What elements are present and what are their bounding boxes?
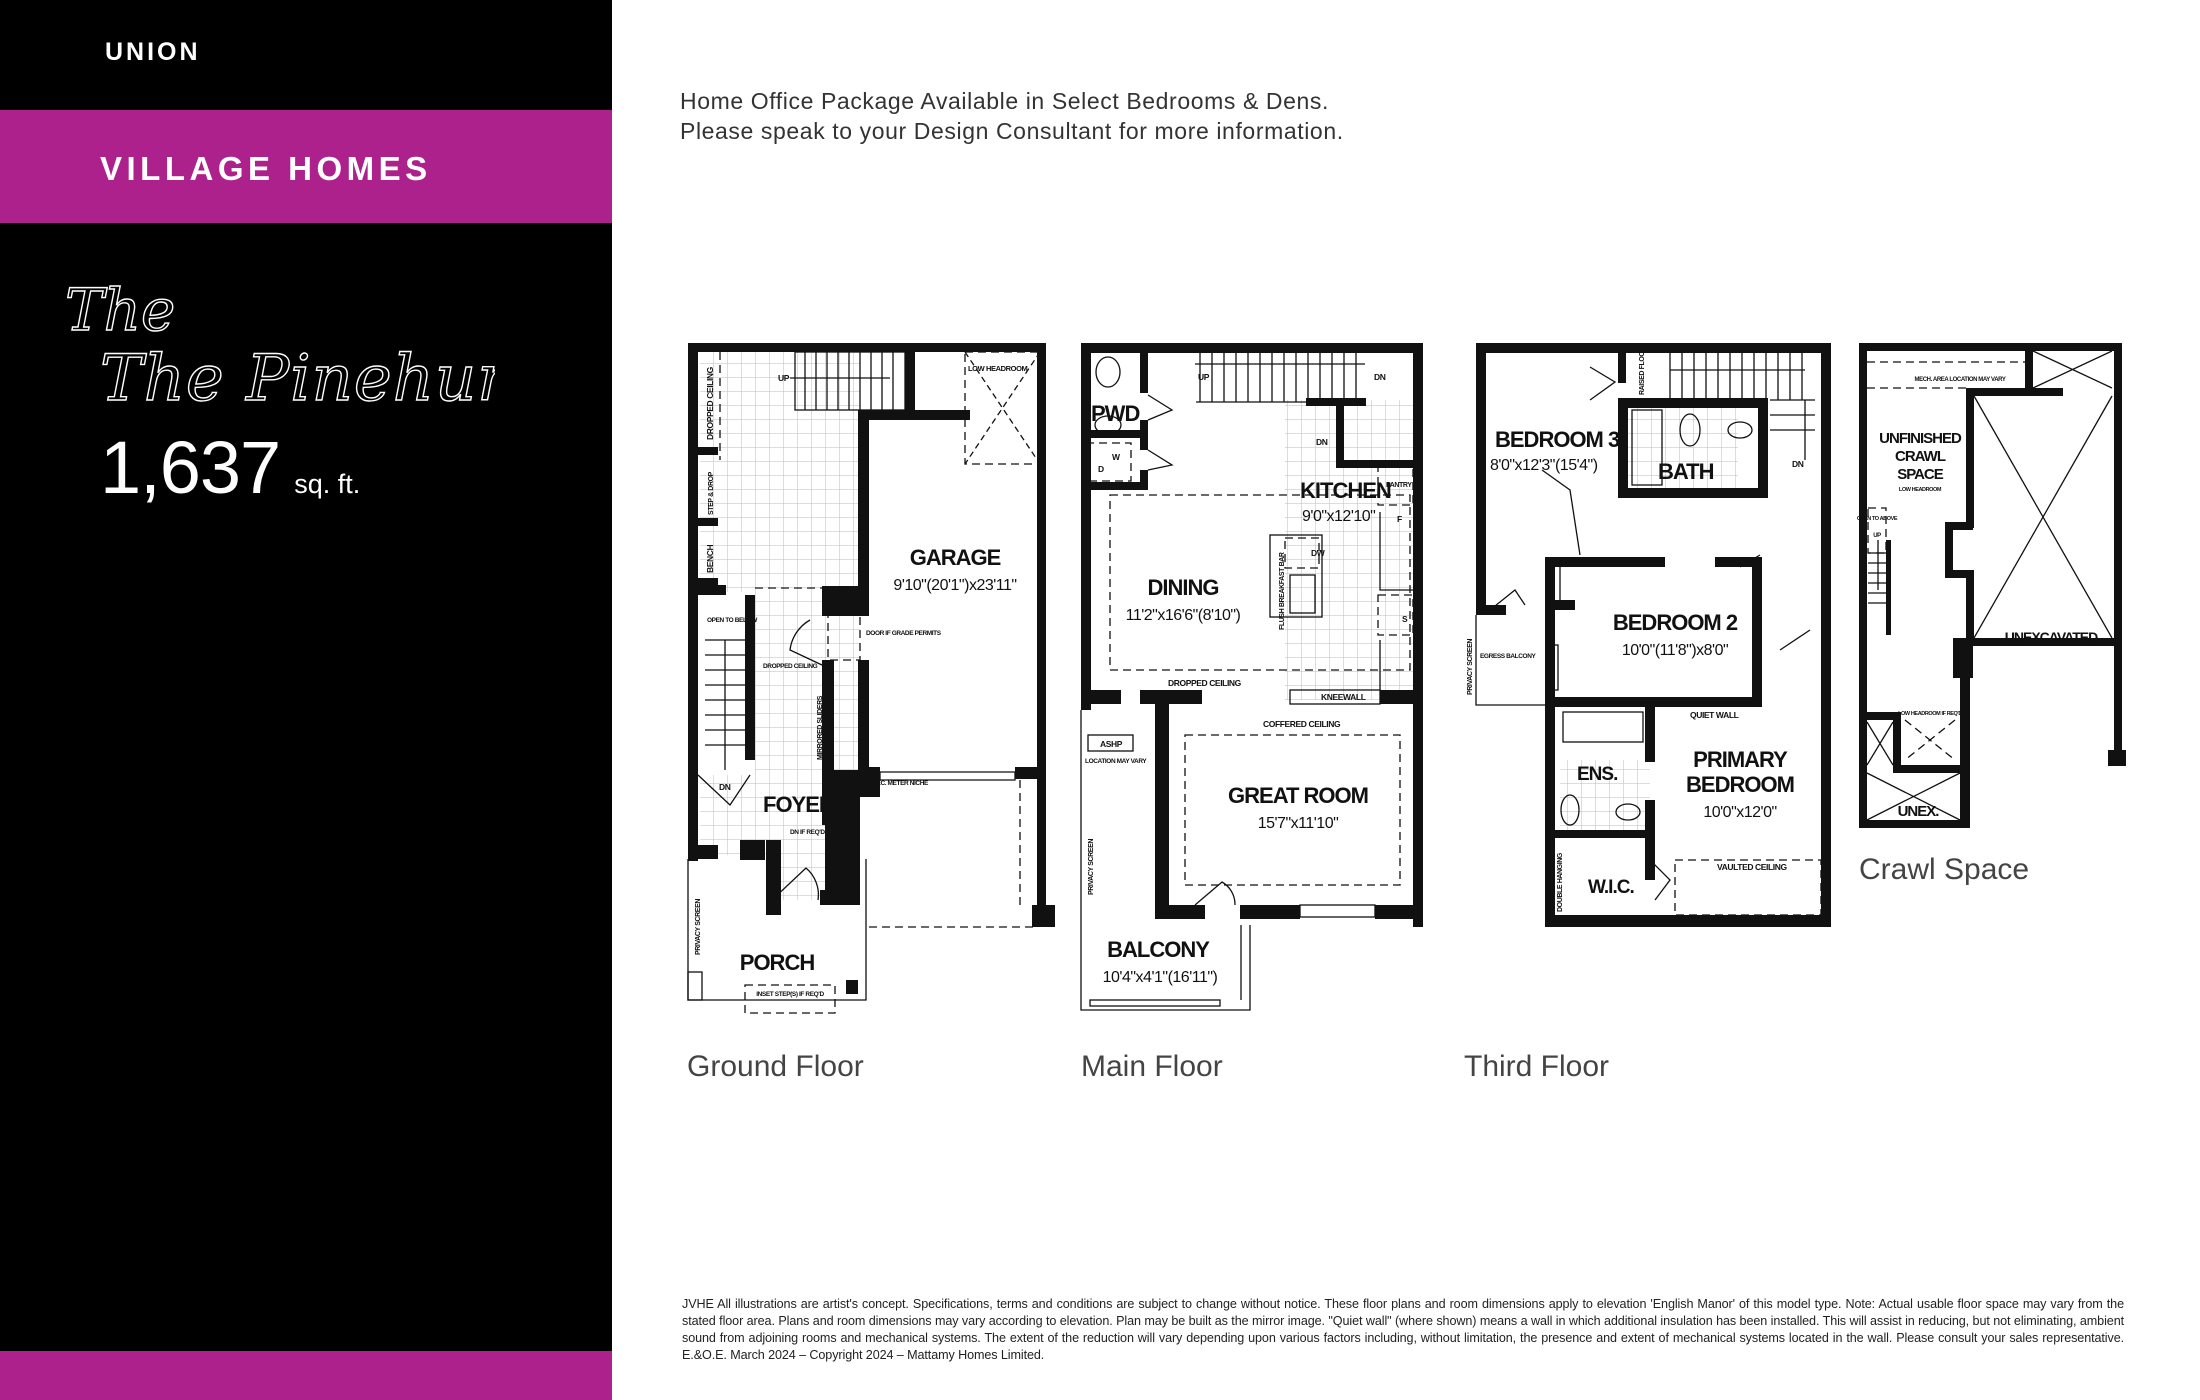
room-balcony: BALCONY — [1107, 937, 1210, 962]
room-foyer: FOYER — [763, 792, 835, 817]
label-inset-steps: INSET STEP(S) IF REQ'D — [756, 991, 824, 998]
notice-line-2: Please speak to your Design Consultant f… — [680, 118, 1344, 144]
label-step-drop: STEP & DROP — [708, 471, 715, 515]
area-unit: sq. ft. — [294, 469, 361, 499]
label-quiet-wall: QUIET WALL — [1690, 710, 1739, 720]
label-ashp-location: LOCATION MAY VARY — [1085, 758, 1147, 765]
main-floor-plan: PWD UP DN DN W D KITCHEN 9'0"x12'10" PAN… — [1080, 343, 1474, 1011]
home-office-notice: Home Office Package Available in Select … — [680, 86, 1344, 146]
label-elec-meter-niche: ELEC. METER NICHE — [869, 780, 929, 787]
room-unfinished-line3: SPACE — [1897, 466, 1944, 483]
square-footage: 1,637 sq. ft. — [100, 425, 360, 510]
room-great-room-dimensions: 15'7"x11'10" — [1258, 815, 1339, 832]
room-primary-bedroom-line1: PRIMARY — [1693, 747, 1788, 772]
label-low-headroom: LOW HEADROOM — [1899, 487, 1942, 493]
room-dining-dimensions: 11'2"x16'6"(8'10") — [1126, 607, 1241, 624]
stair-main — [1195, 352, 1365, 403]
room-bedroom-3: BEDROOM 3 — [1495, 427, 1620, 452]
room-kitchen: KITCHEN — [1300, 478, 1391, 503]
room-bath: BATH — [1658, 459, 1714, 484]
ground-floor-title: Ground Floor — [687, 1050, 864, 1083]
brand-panel — [0, 0, 612, 1400]
third-floor-title: Third Floor — [1464, 1050, 1610, 1083]
label-mirrored-sliders: MIRRORED SLIDERS — [817, 695, 824, 760]
label-privacy-screen: PRIVACY SCREEN — [695, 899, 702, 955]
room-balcony-dimensions: 10'4"x4'1"(16'11") — [1103, 969, 1218, 986]
footer-band — [0, 1351, 612, 1400]
collection-band — [0, 110, 612, 223]
room-unex: UNEX. — [1898, 803, 1940, 820]
room-unfinished-line2: CRAWL — [1895, 448, 1946, 465]
label-ashp: ASHP — [1100, 739, 1123, 749]
ground-floor-plan: DROPPED CEILING UP LOW HEADROOM STEP & D… — [687, 343, 1055, 1014]
label-bench: BENCH — [705, 545, 715, 573]
room-primary-bedroom-line2: BEDROOM — [1686, 772, 1794, 797]
room-bedroom-2-dimensions: 10'0"(11'8")x8'0" — [1622, 642, 1728, 659]
label-dishwasher: DW — [1311, 548, 1326, 558]
crawl-space-plan: MECH. AREA LOCATION MAY VARY UNFINISHED … — [1857, 343, 2126, 828]
model-name-text: The Pinehurst — [100, 342, 495, 416]
label-dn: DN — [719, 782, 731, 792]
room-primary-bedroom-dimensions: 10'0"x12'0" — [1703, 804, 1776, 821]
room-bedroom-3-dimensions: 8'0"x12'3"(15'4") — [1490, 457, 1598, 474]
label-low-headroom-if-reqd: LOW HEADROOM IF REQ'D — [1898, 711, 1962, 717]
community-name: UNION — [105, 38, 201, 66]
label-vaulted-ceiling: VAULTED CEILING — [1717, 862, 1788, 872]
third-floor-plan: BEDROOM 3 8'0"x12'3"(15'4") RAISED FLOOR… — [1475, 343, 1831, 927]
crawl-space-title: Crawl Space — [1859, 853, 2030, 886]
notice-line-1: Home Office Package Available in Select … — [680, 88, 1329, 114]
room-great-room: GREAT ROOM — [1228, 783, 1368, 808]
room-porch: PORCH — [740, 950, 815, 975]
label-dn: DN — [1374, 372, 1386, 382]
collection-name: VILLAGE HOMES — [100, 150, 432, 187]
room-garage-dimensions: 9'10"(20'1")x23'11" — [893, 577, 1016, 594]
label-up: UP — [778, 373, 790, 383]
label-dropped-ceiling-foyer: DROPPED CEILING — [763, 663, 818, 670]
label-kneewall: KNEEWALL — [1321, 692, 1366, 702]
model-name-logo: The The Pinehurst — [64, 275, 495, 416]
label-flush-breakfast-bar: FLUSH BREAKFAST BAR — [1279, 552, 1286, 630]
label-privacy-screen: PRIVACY SCREEN — [1088, 839, 1095, 895]
area-value: 1,637 — [100, 426, 281, 509]
label-door-if-grade-permits: DOOR IF GRADE PERMITS — [866, 630, 942, 637]
legal-disclaimer: JVHE All illustrations are artist's conc… — [682, 1297, 2124, 1362]
main-floor-title: Main Floor — [1081, 1050, 1223, 1083]
room-bedroom-2: BEDROOM 2 — [1613, 610, 1738, 635]
label-coffered-ceiling: COFFERED CEILING — [1263, 719, 1341, 729]
label-low-headroom: LOW HEADROOM — [968, 364, 1028, 373]
label-dn-2: DN — [1316, 437, 1328, 447]
room-kitchen-dimensions: 9'0"x12'10" — [1302, 508, 1375, 525]
label-up: UP — [1198, 372, 1210, 382]
label-dn: DN — [1792, 459, 1804, 469]
label-privacy-screen-right: PRIVACY SCREEN — [1467, 639, 1474, 695]
label-egress-balcony: EGRESS BALCONY — [1480, 653, 1537, 660]
label-up: UP — [1873, 533, 1881, 539]
room-pwd: PWD — [1091, 401, 1139, 426]
label-raised-floor: RAISED FLOOR — [1639, 347, 1646, 395]
room-unexcavated: UNEXCAVATED — [2005, 629, 2098, 645]
room-ensuite: ENS. — [1577, 764, 1617, 785]
label-open-to-below: OPEN TO BELOW — [707, 617, 758, 624]
label-dn-if-reqd: DN IF REQ'D — [790, 829, 825, 836]
label-sink: S — [1402, 614, 1408, 624]
label-dropped-ceiling: DROPPED CEILING — [705, 366, 715, 440]
label-double-hanging: DOUBLE HANGING — [1557, 852, 1564, 912]
room-unfinished-line1: UNFINISHED — [1879, 430, 1962, 447]
room-dining: DINING — [1148, 575, 1219, 600]
label-mech-area: MECH. AREA LOCATION MAY VARY — [1915, 377, 2006, 383]
label-pantry: PANTRY — [1386, 482, 1412, 489]
room-garage: GARAGE — [910, 545, 1001, 570]
label-dropped-ceiling: DROPPED CEILING — [1168, 678, 1242, 688]
room-wic: W.I.C. — [1588, 877, 1634, 898]
label-open-to-above: OPEN TO ABOVE — [1857, 516, 1898, 522]
label-dryer: D — [1098, 464, 1104, 474]
model-name-the: The — [65, 276, 175, 344]
label-fridge: F — [1397, 514, 1402, 524]
label-washer: W — [1112, 452, 1121, 462]
